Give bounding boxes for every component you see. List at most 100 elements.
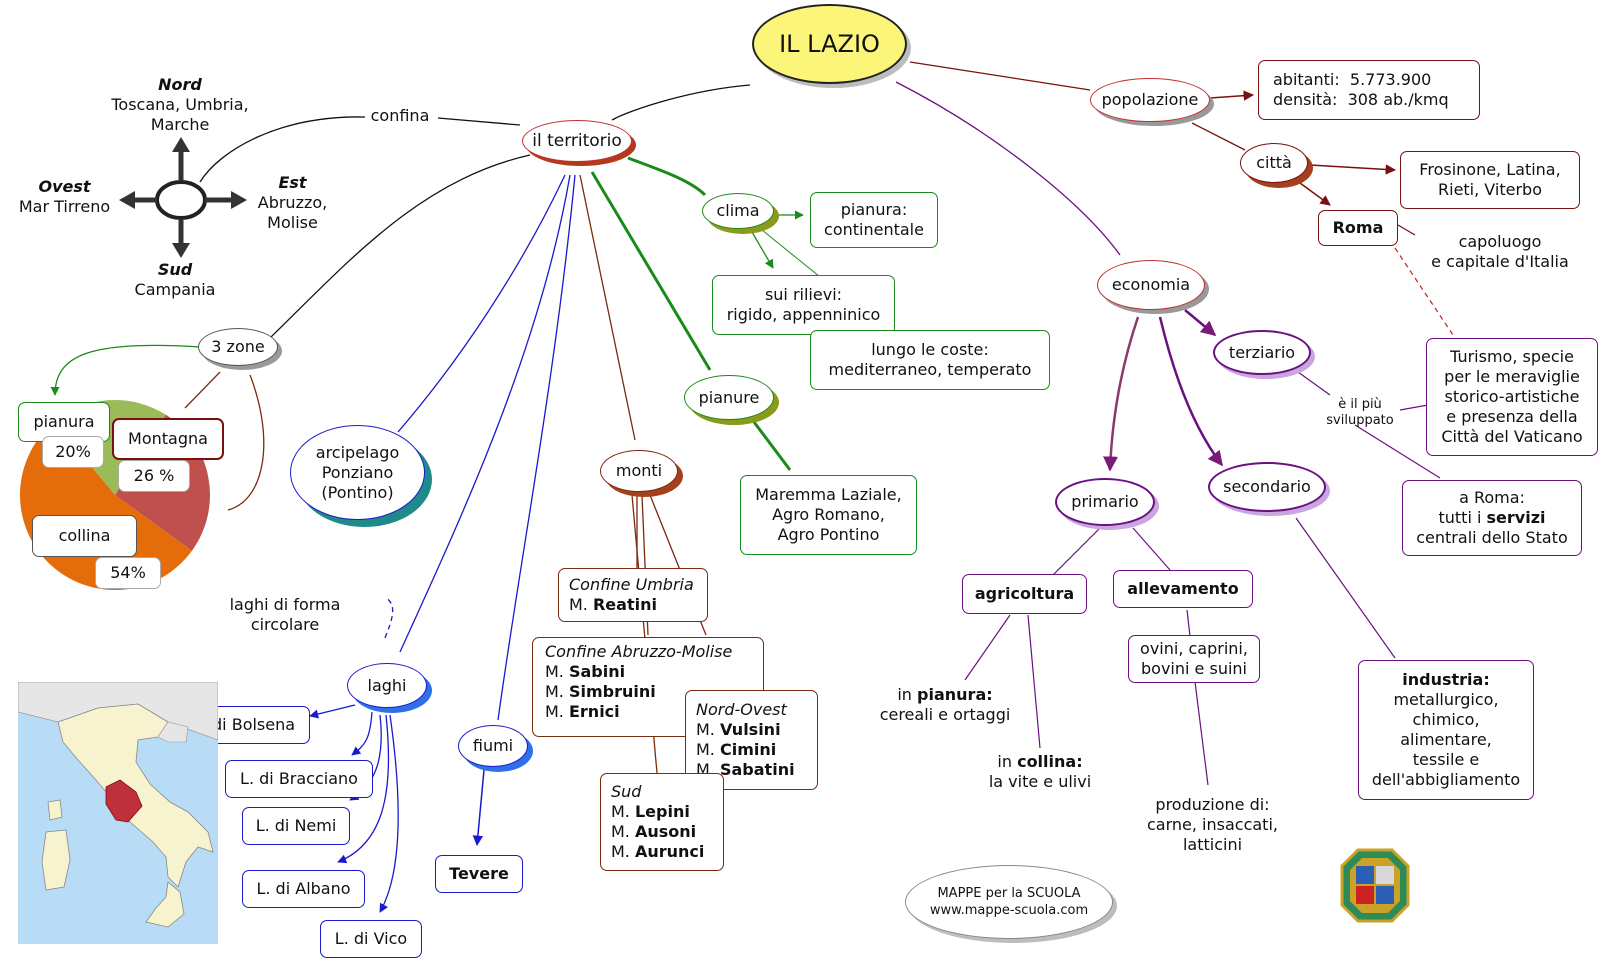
industria-box: industria: metallurgico, chimico, alimen… [1358, 660, 1534, 800]
monti-sud-title: Sud [611, 782, 642, 801]
pianura-bold: pianura: [917, 685, 993, 704]
lago-item: L. di Albano [242, 870, 365, 908]
south-text: Campania [134, 280, 216, 299]
servizi-post: centrali dello Stato [1416, 528, 1568, 547]
monti-nordovest-name: Cimini [719, 740, 777, 759]
laghi-note: laghi di forma circolare [229, 595, 341, 634]
turismo-box: Turismo, specie per le meraviglie storic… [1426, 338, 1598, 456]
monti-abruzzo-line: M. Sabini [545, 662, 626, 681]
popolazione-node: popolazione [1090, 78, 1210, 122]
south-title: Sud [157, 260, 193, 279]
monti-abruzzo-line: M. Simbruini [545, 682, 656, 701]
monti-nordovest-title: Nord-Ovest [696, 700, 787, 719]
pianura-pre: in [897, 685, 918, 704]
citta-node: città [1240, 143, 1308, 183]
east-title: Est [278, 173, 307, 192]
densita-value: 308 ab./kmq [1347, 90, 1449, 109]
collina-line: in collina: [960, 752, 1120, 772]
monti-sud-line: M. Aurunci [611, 842, 705, 861]
monti-nordovest-name: Sabatini [719, 760, 795, 779]
roma-desc: capoluogo e capitale d'Italia [1431, 232, 1569, 271]
zone-node: 3 zone [198, 328, 278, 366]
monti-umbria-line: M. Reatini [569, 595, 657, 614]
main-title: IL LAZIO [752, 4, 907, 84]
primario-node: primario [1055, 478, 1155, 526]
clima-pianura: pianura: continentale [810, 192, 938, 248]
monti-sud-name: Lepini [634, 802, 690, 821]
servizi-bold: servizi [1486, 508, 1546, 527]
territorio-node: il territorio [522, 120, 632, 162]
produzione-text: produzione di: carne, insaccati, lattici… [1147, 795, 1278, 854]
north-text: Toscana, Umbria, Marche [111, 95, 249, 134]
clima-node: clima [702, 193, 774, 229]
clima-rilievi: sui rilievi: rigido, appenninico [712, 275, 895, 335]
collina-bold: collina: [1017, 752, 1083, 771]
monti-abruzzo-name: Ernici [568, 702, 620, 721]
coat-of-arms-icon [1340, 848, 1410, 923]
abitanti-label: abitanti: [1273, 70, 1340, 89]
tevere-box: Tevere [435, 855, 523, 893]
monti-umbria-name: Reatini [592, 595, 657, 614]
lago-item: L. di Nemi [242, 807, 350, 845]
west-text: Mar Tirreno [18, 197, 111, 216]
pianure-node: pianure [684, 375, 774, 420]
monti-node: monti [600, 450, 678, 492]
pie-pct-montagna: 26 % [118, 460, 190, 492]
agricoltura-box: agricoltura [962, 574, 1087, 614]
confina-label: confina [370, 106, 430, 125]
servizi-line: a Roma: tutti i servizi [1411, 488, 1573, 528]
monti-abruzzo-name: Simbruini [568, 682, 656, 701]
animali-box: ovini, caprini, bovini e suini [1128, 635, 1260, 683]
densita-label: densità: [1273, 90, 1338, 109]
abitanti-value: 5.773.900 [1349, 70, 1432, 89]
terziario-sviluppato: è il più sviluppato [1326, 397, 1394, 428]
west-title: Ovest [38, 177, 91, 196]
footer-badge: MAPPE per la SCUOLA www.mappe-scuola.com [905, 865, 1113, 939]
monti-abruzzo-line: M. Ernici [545, 702, 620, 721]
secondario-node: secondario [1208, 462, 1326, 512]
monti-umbria: Confine Umbria M. Reatini [558, 568, 708, 622]
footer-line1: MAPPE per la SCUOLA [937, 886, 1081, 901]
italy-map-icon [18, 682, 218, 944]
collina-text: la vite e ulivi [988, 772, 1092, 791]
monti-abruzzo-name: Sabini [568, 662, 626, 681]
clima-coste: lungo le coste: mediterraneo, temperato [810, 330, 1050, 390]
pie-pct-pianura: 20% [42, 436, 104, 468]
pie-label-collina: collina [32, 515, 137, 557]
lago-item: L. di Bracciano [225, 760, 373, 798]
compass-rose-icon [119, 137, 247, 258]
allevamento-box: allevamento [1113, 570, 1253, 608]
agricoltura-pianura: in pianura: cereali e ortaggi [865, 685, 1025, 725]
industria-text: metallurgico, chimico, alimentare, tessi… [1371, 690, 1521, 789]
monti-umbria-title: Confine Umbria [569, 575, 694, 594]
citta-list: Frosinone, Latina, Rieti, Viterbo [1400, 151, 1580, 209]
monti-nordovest-line: M. Cimini [696, 740, 777, 759]
abitanti-line: abitanti: 5.773.900 [1273, 70, 1471, 90]
industria-title: industria: [1402, 670, 1490, 689]
densita-line: densità: 308 ab./kmq [1273, 90, 1471, 110]
monti-sud-line: M. Ausoni [611, 822, 697, 841]
monti-nordovest-name: Vulsini [719, 720, 781, 739]
lago-item: L. di Vico [320, 920, 422, 958]
monti-sud-name: Ausoni [634, 822, 697, 841]
monti-sud: Sud M. Lepini M. Ausoni M. Aurunci [600, 773, 724, 871]
roma-box: Roma [1318, 210, 1398, 246]
arcipelago-node: arcipelago Ponziano (Pontino) [290, 425, 425, 520]
footer-line2: www.mappe-scuola.com [929, 903, 1089, 918]
east-text: Abruzzo, Molise [257, 193, 328, 232]
agricoltura-collina: in collina: la vite e ulivi [960, 752, 1120, 792]
monti-abruzzo-title: Confine Abruzzo-Molise [545, 642, 733, 661]
pianura-line: in pianura: [865, 685, 1025, 705]
monti-sud-line: M. Lepini [611, 802, 690, 821]
monti-sud-name: Aurunci [634, 842, 705, 861]
fiumi-node: fiumi [458, 725, 528, 767]
pie-pct-collina: 54% [95, 557, 161, 589]
laghi-node: laghi [347, 663, 427, 708]
terziario-node: terziario [1213, 330, 1311, 375]
pie-label-montagna: Montagna [112, 418, 224, 460]
pianura-text: cereali e ortaggi [879, 705, 1011, 724]
servizi-box: a Roma: tutti i servizi centrali dello S… [1402, 480, 1582, 556]
popolazione-stats: abitanti: 5.773.900 densità: 308 ab./kmq [1258, 60, 1480, 120]
servizi-pre: a Roma: tutti i [1438, 488, 1525, 527]
